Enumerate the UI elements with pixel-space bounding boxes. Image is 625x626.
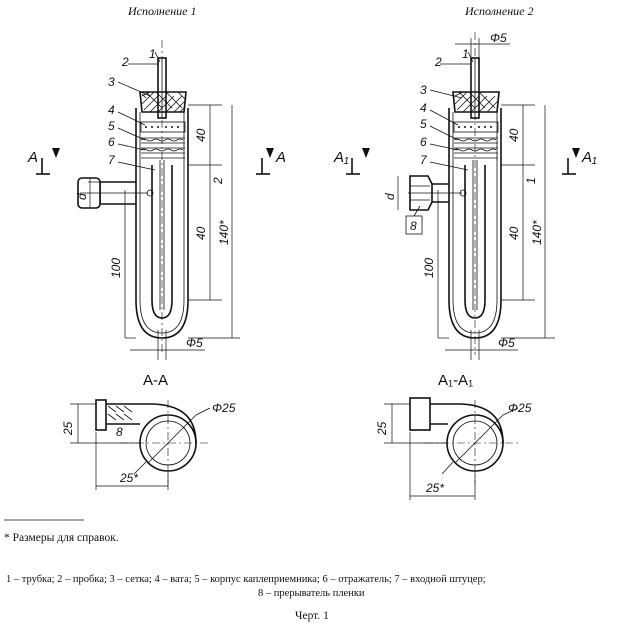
label-part-8: 8 xyxy=(410,219,417,233)
dim-phi25-right: Φ25 xyxy=(508,401,532,415)
label-part-4: 4 xyxy=(108,103,115,117)
label-part-5: 5 xyxy=(108,119,115,133)
title-variant-2: Исполнение 2 xyxy=(465,4,534,18)
label-part-1: 1 xyxy=(149,47,156,61)
legend-line-2: 8 – прерыватель пленки xyxy=(258,588,365,599)
dim-100-v2: 100 xyxy=(422,258,436,278)
cut-mark-a-left: A xyxy=(27,149,38,166)
dim-25star-right: 25* xyxy=(425,481,444,495)
dim-d: d xyxy=(75,193,89,200)
label-part-1-v2: 1 xyxy=(462,47,469,61)
legend-line-1: 1 – трубка; 2 – пробка; 3 – сетка; 4 – в… xyxy=(6,574,486,585)
label-part-3: 3 xyxy=(108,75,115,89)
dim-d-v2: d xyxy=(383,193,397,200)
dim-40-mid-v2: 40 xyxy=(507,226,521,240)
label-part-4-v2: 4 xyxy=(420,101,427,115)
section-a-a-title: А-А xyxy=(143,372,168,389)
dim-25star-left: 25* xyxy=(119,471,138,485)
footnote: * Размеры для справок. xyxy=(4,532,119,544)
dim-phi5-bottom: Φ5 xyxy=(186,336,203,350)
cut-mark-a1-right: A₁ xyxy=(581,149,597,166)
dim-40-mid: 40 xyxy=(194,226,208,240)
dim-40-top-v2: 40 xyxy=(507,128,521,142)
label-part-5-v2: 5 xyxy=(420,117,427,131)
dim-1: 1 xyxy=(524,177,538,184)
dim-phi5-bottom-v2: Φ5 xyxy=(498,336,515,350)
title-variant-1: Исполнение 1 xyxy=(128,4,197,18)
dim-phi5-top: Φ5 xyxy=(490,31,507,45)
dim-phi25-left: Φ25 xyxy=(212,401,236,415)
label-part-7: 7 xyxy=(108,153,116,167)
cut-mark-a-right: A xyxy=(275,149,286,166)
assembly-variant-1: 1 2 3 4 5 6 7 40 40 140* 100 d 2 Φ5 A A xyxy=(27,40,286,360)
label-part-6-v2: 6 xyxy=(420,135,427,149)
section-a1-a1-title: А₁-А₁ xyxy=(438,372,473,389)
dim-100: 100 xyxy=(109,258,123,278)
dim-140: 140* xyxy=(217,220,231,245)
dim-140-v2: 140* xyxy=(530,220,544,245)
label-part-2-v2: 2 xyxy=(434,55,442,69)
assembly-variant-2: 1 2 3 4 5 6 7 8 Φ5 40 40 140* 100 d 1 Φ5… xyxy=(333,31,597,360)
section-a1-a1: А₁-А₁ Φ25 25 25* xyxy=(375,372,532,500)
dim-40-top: 40 xyxy=(194,128,208,142)
label-part-6: 6 xyxy=(108,135,115,149)
section-a-a: А-А Φ25 25 8 25* xyxy=(61,372,236,490)
label-part-3-v2: 3 xyxy=(420,83,427,97)
dim-2: 2 xyxy=(211,177,225,185)
cut-mark-a1-left: A₁ xyxy=(333,149,349,166)
figure-caption: Черт. 1 xyxy=(295,610,329,622)
label-part-2: 2 xyxy=(121,55,129,69)
label-part-7-v2: 7 xyxy=(420,153,428,167)
dim-25-right: 25 xyxy=(375,421,389,436)
dim-25-left: 25 xyxy=(61,421,75,436)
dim-8: 8 xyxy=(116,425,123,439)
